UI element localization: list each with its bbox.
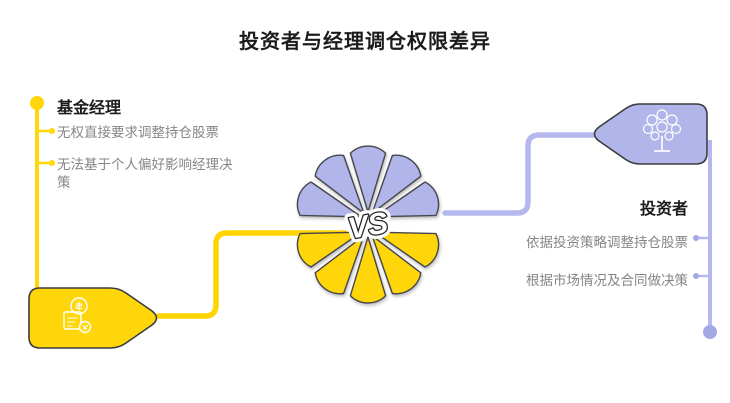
left-tick-dot-1 <box>49 128 55 134</box>
investor-tag-shape <box>593 103 708 165</box>
flower-petal <box>296 181 362 218</box>
flower-petal <box>314 154 365 214</box>
flower-petal <box>349 236 387 304</box>
yellow-connector-line <box>155 230 348 319</box>
right-tick-dot-1 <box>693 235 699 241</box>
left-timeline <box>30 96 55 300</box>
flower-petal <box>374 181 440 218</box>
page-title: 投资者与经理调仓权限差异 <box>239 31 491 53</box>
investor-heading: 投资者 <box>639 201 688 218</box>
left-tick-dot-2 <box>49 160 55 166</box>
fund-manager-tag-shape <box>28 287 158 349</box>
vs-label: VS <box>345 206 390 245</box>
flower-petal <box>374 231 440 268</box>
fund-manager-point-1: 无权直接要求调整持仓股票 <box>57 125 219 140</box>
purple-connector-line <box>442 132 605 216</box>
money-tree-icon <box>642 109 682 152</box>
flower-petal <box>314 235 365 295</box>
left-start-dot <box>30 96 44 110</box>
right-end-dot <box>703 325 717 339</box>
fund-manager-heading: 基金经理 <box>57 100 122 117</box>
right-tick-dot-2 <box>693 273 699 279</box>
invoice-money-icon <box>63 297 92 334</box>
flower-petal <box>296 231 362 268</box>
flower-petal <box>371 154 422 214</box>
right-timeline <box>693 140 717 339</box>
investor-tag <box>593 103 708 165</box>
fund-manager-point-2: 无法基于个人偏好影响经理决策 <box>57 157 233 190</box>
investor-point-2: 根据市场情况及合同做决策 <box>526 273 688 288</box>
investor-point-1: 依据投资策略调整持仓股票 <box>526 235 688 250</box>
vs-flower <box>296 145 440 304</box>
flower-petal <box>371 235 422 295</box>
flower-petal <box>349 145 387 213</box>
fund-manager-tag <box>28 287 158 349</box>
vs-badge: VS VS <box>341 202 395 250</box>
